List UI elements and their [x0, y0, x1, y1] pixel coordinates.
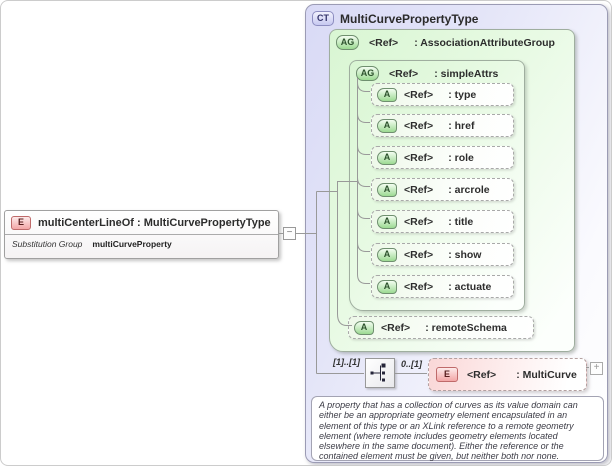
attribute-group-row: AG <Ref> : AssociationAttributeGroup: [336, 35, 555, 50]
attribute-icon: A: [377, 247, 397, 262]
ref-label: <Ref>: [404, 88, 434, 101]
sequence-glyph: [370, 363, 386, 382]
attribute-group-simpleattrs[interactable]: AG <Ref> : simpleAttrs A <Ref> : type A …: [349, 60, 525, 311]
element-node-multicurve[interactable]: E <Ref> : MultiCurve: [428, 358, 587, 391]
ref-label: <Ref>: [369, 36, 399, 49]
attribute-group-icon: AG: [356, 66, 379, 81]
ref-label: <Ref>: [404, 119, 434, 132]
attribute-group-row: AG <Ref> : simpleAttrs: [356, 66, 498, 81]
ref-label: <Ref>: [404, 215, 434, 228]
collapse-button[interactable]: −: [283, 227, 296, 240]
attribute-group-icon: AG: [336, 35, 359, 50]
attribute-name: : arcrole: [448, 183, 490, 196]
attribute-name: : href: [448, 119, 475, 132]
expand-button[interactable]: +: [590, 362, 603, 375]
complex-type-title: MultiCurvePropertyType: [340, 11, 479, 26]
attribute-node-remoteschema[interactable]: A <Ref> : remoteSchema: [348, 316, 534, 339]
attribute-node-title[interactable]: A <Ref> : title: [371, 210, 514, 233]
attribute-icon: A: [377, 214, 397, 229]
attribute-node-arcrole[interactable]: A <Ref> : arcrole: [371, 178, 514, 201]
element-icon: E: [11, 215, 31, 230]
element-title-row: E multiCenterLineOf : MultiCurveProperty…: [5, 211, 278, 235]
attribute-icon: A: [377, 87, 397, 102]
cardinality-label-left: [1]..[1]: [333, 357, 360, 367]
complex-type-title-row: CT MultiCurvePropertyType: [312, 11, 478, 26]
attribute-name: : remoteSchema: [425, 321, 507, 334]
attribute-name: : type: [448, 88, 477, 101]
complex-type-icon: CT: [312, 11, 334, 26]
ref-label: <Ref>: [467, 368, 497, 381]
attribute-node-role[interactable]: A <Ref> : role: [371, 146, 514, 169]
attribute-icon: A: [377, 279, 397, 294]
attribute-name: : role: [448, 151, 474, 164]
attribute-group-name: : simpleAttrs: [434, 67, 499, 80]
substitution-group-row: Substitution Group multiCurveProperty: [5, 235, 278, 249]
documentation-box: A property that has a collection of curv…: [311, 396, 604, 461]
element-icon: E: [436, 367, 458, 382]
element-title: multiCenterLineOf : MultiCurvePropertyTy…: [38, 216, 271, 229]
ref-label: <Ref>: [404, 280, 434, 293]
attribute-icon: A: [377, 150, 397, 165]
attribute-group-association[interactable]: AG <Ref> : AssociationAttributeGroup AG …: [329, 29, 575, 352]
attribute-icon: A: [354, 320, 374, 335]
element-node-multicenterlineof[interactable]: E multiCenterLineOf : MultiCurveProperty…: [4, 210, 279, 259]
substitution-group-label: Substitution Group: [12, 239, 83, 249]
ref-label: <Ref>: [389, 67, 419, 80]
ref-label: <Ref>: [404, 183, 434, 196]
ref-label: <Ref>: [381, 321, 411, 334]
attribute-node-show[interactable]: A <Ref> : show: [371, 243, 514, 266]
attribute-node-href[interactable]: A <Ref> : href: [371, 114, 514, 137]
complex-type-node[interactable]: CT MultiCurvePropertyType AG <Ref> : Ass…: [305, 4, 608, 463]
ref-label: <Ref>: [404, 151, 434, 164]
attribute-name: : show: [448, 248, 482, 261]
cardinality-label-right: 0..[1]: [401, 359, 423, 369]
documentation-text: A property that has a collection of curv…: [319, 400, 578, 462]
element-name: : MultiCurve: [516, 368, 577, 381]
substitution-group-value: multiCurveProperty: [92, 239, 172, 249]
attribute-icon: A: [377, 182, 397, 197]
attribute-node-type[interactable]: A <Ref> : type: [371, 83, 514, 106]
sequence-compositor-icon[interactable]: [365, 358, 395, 388]
ref-label: <Ref>: [404, 248, 434, 261]
attribute-name: : actuate: [448, 280, 492, 293]
attribute-name: : title: [448, 215, 474, 228]
attribute-group-name: : AssociationAttributeGroup: [414, 36, 555, 49]
attribute-icon: A: [377, 118, 397, 133]
attribute-node-actuate[interactable]: A <Ref> : actuate: [371, 275, 514, 298]
